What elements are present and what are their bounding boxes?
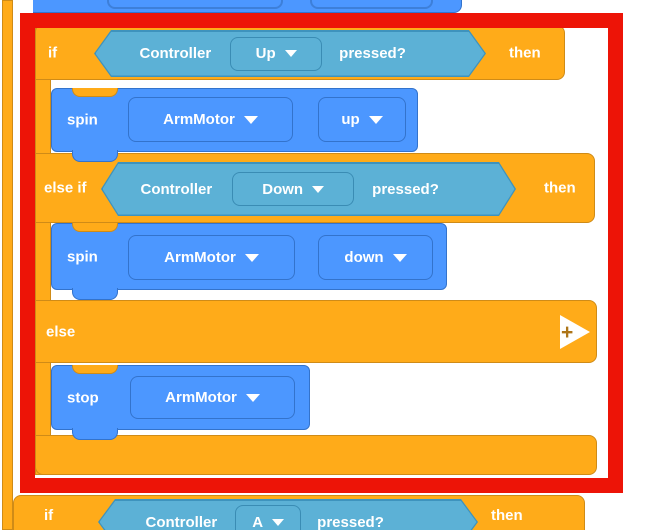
spin-armmotor-down-block[interactable]: spin ArmMotor down xyxy=(51,223,447,300)
spin-label: spin xyxy=(67,248,98,265)
plus-icon: + xyxy=(561,320,574,344)
dropdown-value: ArmMotor xyxy=(165,389,237,406)
dropdown-arrow-icon xyxy=(285,50,297,57)
button-dropdown-direction[interactable]: up xyxy=(318,97,406,142)
condition-controller-a-pressed[interactable]: Controller A pressed? xyxy=(98,499,478,530)
next-if-header-row[interactable]: if Controller A pressed? then xyxy=(13,495,585,530)
dropdown-value: Down xyxy=(262,180,304,198)
condition-device-label: Controller xyxy=(140,180,213,198)
button-dropdown-direction[interactable]: down xyxy=(318,235,433,280)
dropdown-value: ArmMotor xyxy=(163,111,235,128)
spin-armmotor-up-block[interactable]: spin ArmMotor up xyxy=(51,88,418,162)
then-label: then xyxy=(544,179,576,197)
notch-tab xyxy=(72,428,118,440)
if-block-closing-bar[interactable] xyxy=(35,435,597,475)
if-header-row[interactable]: if Controller Up pressed? then xyxy=(35,25,565,80)
dropdown-arrow-icon xyxy=(244,253,259,262)
dropdown-value: down xyxy=(344,249,384,266)
partial-top-block[interactable] xyxy=(33,0,462,13)
dropdown-arrow-icon xyxy=(392,253,407,262)
dropdown-arrow-icon xyxy=(368,115,383,124)
spin-label: spin xyxy=(67,111,98,129)
elseif-header-row[interactable]: else if Controller Down pressed? then xyxy=(35,153,595,223)
button-dropdown-motor[interactable]: ArmMotor xyxy=(128,235,295,280)
button-dropdown-a[interactable]: A xyxy=(235,505,301,530)
button-dropdown-down[interactable]: Down xyxy=(232,172,354,206)
condition-pressed-label: pressed? xyxy=(339,45,406,62)
condition-device-label: Controller xyxy=(145,513,218,530)
dropdown-arrow-icon xyxy=(312,186,324,193)
condition-controller-down-pressed[interactable]: Controller Down pressed? xyxy=(101,162,516,216)
dropdown-value: Up xyxy=(255,45,276,62)
highlight-rectangle xyxy=(20,13,623,493)
condition-pressed-label: pressed? xyxy=(372,180,439,198)
dropdown-arrow-icon xyxy=(245,393,260,402)
condition-controller-up-pressed[interactable]: Controller Up pressed? xyxy=(94,30,486,77)
notch-tab xyxy=(72,288,118,300)
elseif-label: else if xyxy=(44,179,87,197)
then-label: then xyxy=(509,44,541,61)
dropdown-value: ArmMotor xyxy=(164,249,236,266)
button-dropdown-motor[interactable]: ArmMotor xyxy=(130,376,295,419)
partial-dropdown-outline[interactable] xyxy=(107,0,283,9)
else-row[interactable]: else + xyxy=(35,300,597,363)
condition-device-label: Controller xyxy=(139,45,212,62)
if-label: if xyxy=(48,44,58,61)
partial-dropdown-outline[interactable] xyxy=(310,0,433,9)
stop-label: stop xyxy=(67,389,99,406)
condition-pressed-label: pressed? xyxy=(317,513,384,530)
notch-tab xyxy=(72,150,118,162)
button-dropdown-motor[interactable]: ArmMotor xyxy=(128,97,293,142)
dropdown-value: up xyxy=(341,111,360,128)
enclosing-block-spine[interactable] xyxy=(2,0,13,530)
then-label: then xyxy=(491,507,523,524)
else-label: else xyxy=(46,323,76,340)
dropdown-value: A xyxy=(252,513,264,530)
dropdown-arrow-icon xyxy=(243,115,258,124)
dropdown-arrow-icon xyxy=(272,519,284,526)
button-dropdown-up[interactable]: Up xyxy=(230,37,322,71)
stop-armmotor-block[interactable]: stop ArmMotor xyxy=(51,365,310,440)
if-label: if xyxy=(44,507,54,524)
